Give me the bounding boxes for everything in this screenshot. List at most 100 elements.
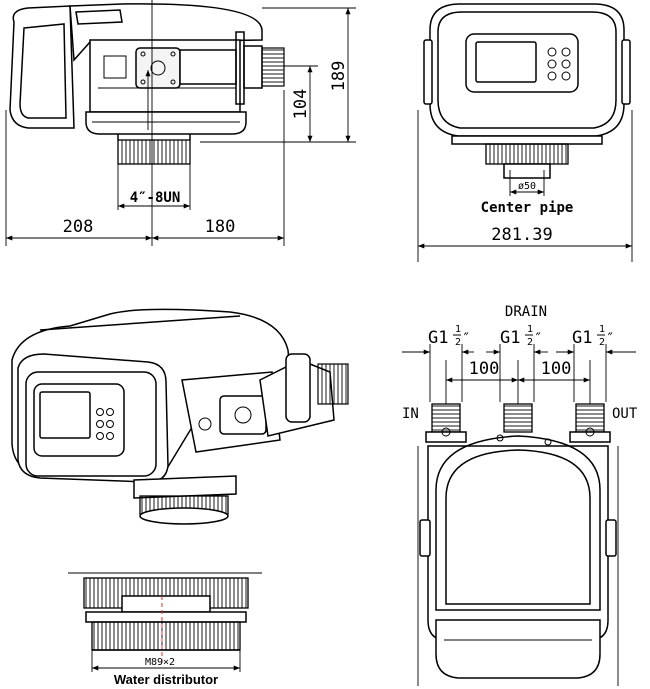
side-screw-3 bbox=[140, 79, 146, 85]
side-coupling bbox=[243, 45, 263, 89]
side-outlet-thread bbox=[261, 47, 285, 87]
top-screw-1 bbox=[496, 434, 504, 442]
iso-button-1 bbox=[96, 408, 104, 416]
port-right-inch: ″ bbox=[606, 331, 614, 347]
inlet-port-screw bbox=[441, 427, 451, 437]
outlet-label: OUT bbox=[612, 406, 638, 422]
drain-label: DRAIN bbox=[505, 304, 547, 320]
front-button-3 bbox=[547, 59, 557, 69]
front-button-6 bbox=[561, 71, 571, 81]
top-housing-inner bbox=[445, 449, 591, 605]
outlet-port-screw bbox=[585, 427, 595, 437]
top-side-tab-l bbox=[419, 519, 431, 557]
port-mid-den: 2 bbox=[527, 337, 533, 348]
inlet-label: IN bbox=[402, 406, 419, 422]
front-button-5 bbox=[547, 71, 557, 81]
spacing-right-label: 100 bbox=[541, 359, 572, 379]
dim-104-label: 104 bbox=[291, 89, 311, 120]
port-mid-inch: ″ bbox=[534, 331, 542, 347]
outlet-port-nut bbox=[569, 431, 611, 443]
side-bottom-thread bbox=[117, 139, 191, 165]
side-outlet-housing bbox=[179, 49, 237, 85]
iso-button-3 bbox=[96, 420, 104, 428]
iso-outlet-thread bbox=[317, 363, 349, 405]
front-base-flange bbox=[451, 135, 603, 145]
iso-front-inner bbox=[25, 371, 157, 477]
iso-button-4 bbox=[106, 420, 114, 428]
port-mid-num: 1 bbox=[527, 324, 533, 335]
iso-control-panel bbox=[33, 383, 125, 457]
side-cover-edge bbox=[75, 9, 123, 25]
top-bottom-cap bbox=[435, 619, 601, 679]
front-button-1 bbox=[547, 47, 557, 57]
iso-button-2 bbox=[106, 408, 114, 416]
port-left-g: G1 bbox=[428, 328, 448, 348]
drain-port-thread bbox=[503, 403, 533, 433]
iso-button-5 bbox=[96, 432, 104, 440]
front-view: ø50 Center pipe 281.39 bbox=[417, 3, 633, 262]
iso-piston-hub bbox=[234, 406, 252, 424]
front-side-tab-r bbox=[621, 39, 631, 105]
inlet-port-thread bbox=[431, 403, 461, 433]
port-size-left: G1 1 2 ″ bbox=[428, 324, 470, 348]
dist-center-body bbox=[121, 595, 211, 613]
dist-thread-label: M89×2 bbox=[145, 657, 175, 668]
front-housing-inner bbox=[437, 11, 617, 129]
side-view: 189 104 4″-8UN 208 180 bbox=[5, 0, 356, 246]
port-size-mid: G1 1 2 ″ bbox=[500, 324, 542, 348]
side-screw-4 bbox=[170, 79, 176, 85]
side-top-cover bbox=[69, 3, 263, 62]
front-button-4 bbox=[561, 59, 571, 69]
port-right-num: 1 bbox=[599, 324, 605, 335]
iso-screw bbox=[198, 417, 212, 431]
top-view: DRAIN G1 1 2 ″ G1 1 2 ″ G1 1 2 ″ bbox=[402, 304, 638, 686]
port-left-inch: ″ bbox=[462, 331, 470, 347]
spacing-left-label: 100 bbox=[469, 359, 500, 379]
port-left-den: 2 bbox=[455, 337, 461, 348]
port-mid-g: G1 bbox=[500, 328, 520, 348]
front-side-tab-l bbox=[423, 39, 433, 105]
iso-thread-end bbox=[139, 507, 229, 525]
side-control-head bbox=[9, 5, 75, 129]
top-housing-dome bbox=[435, 435, 601, 611]
dim-208-label: 208 bbox=[63, 217, 94, 237]
side-port-block bbox=[103, 55, 127, 79]
dist-lower-thread bbox=[91, 621, 241, 651]
front-bottom-thread bbox=[485, 143, 569, 165]
top-side-tab-r bbox=[605, 519, 617, 557]
top-screw-2 bbox=[544, 438, 552, 446]
side-base-flange bbox=[85, 111, 247, 135]
top-housing bbox=[427, 445, 609, 641]
dist-flange bbox=[85, 611, 247, 623]
front-button-2 bbox=[561, 47, 571, 57]
port-right-den: 2 bbox=[599, 337, 605, 348]
pipe-diameter-label: ø50 bbox=[518, 181, 536, 192]
side-screw-2 bbox=[170, 51, 176, 57]
port-right-g: G1 bbox=[572, 328, 592, 348]
isometric-view bbox=[11, 308, 349, 525]
front-lcd-screen bbox=[475, 41, 537, 83]
center-pipe-caption: Center pipe bbox=[481, 200, 574, 216]
dim-281-label: 281.39 bbox=[491, 225, 552, 245]
front-center-pipe bbox=[503, 163, 551, 179]
port-left-num: 1 bbox=[455, 324, 461, 335]
iso-piston-block bbox=[219, 395, 267, 435]
side-piston-hub bbox=[150, 60, 166, 76]
inlet-port-nut bbox=[425, 431, 467, 443]
side-piston-block bbox=[135, 47, 181, 89]
port-size-right: G1 1 2 ″ bbox=[572, 324, 614, 348]
iso-top-edge bbox=[39, 315, 241, 331]
water-distributor-view: M89×2 Water distributor bbox=[68, 572, 262, 687]
thread-size-label: 4″-8UN bbox=[130, 190, 181, 206]
dist-caption: Water distributor bbox=[114, 672, 218, 687]
side-screw-1 bbox=[140, 51, 146, 57]
dim-189-label: 189 bbox=[329, 61, 349, 92]
iso-base-flange bbox=[133, 475, 237, 499]
iso-flange bbox=[285, 353, 311, 423]
iso-button-6 bbox=[106, 432, 114, 440]
side-head-inner bbox=[19, 23, 67, 119]
dim-180-label: 180 bbox=[205, 217, 236, 237]
iso-lcd-screen bbox=[39, 391, 91, 439]
